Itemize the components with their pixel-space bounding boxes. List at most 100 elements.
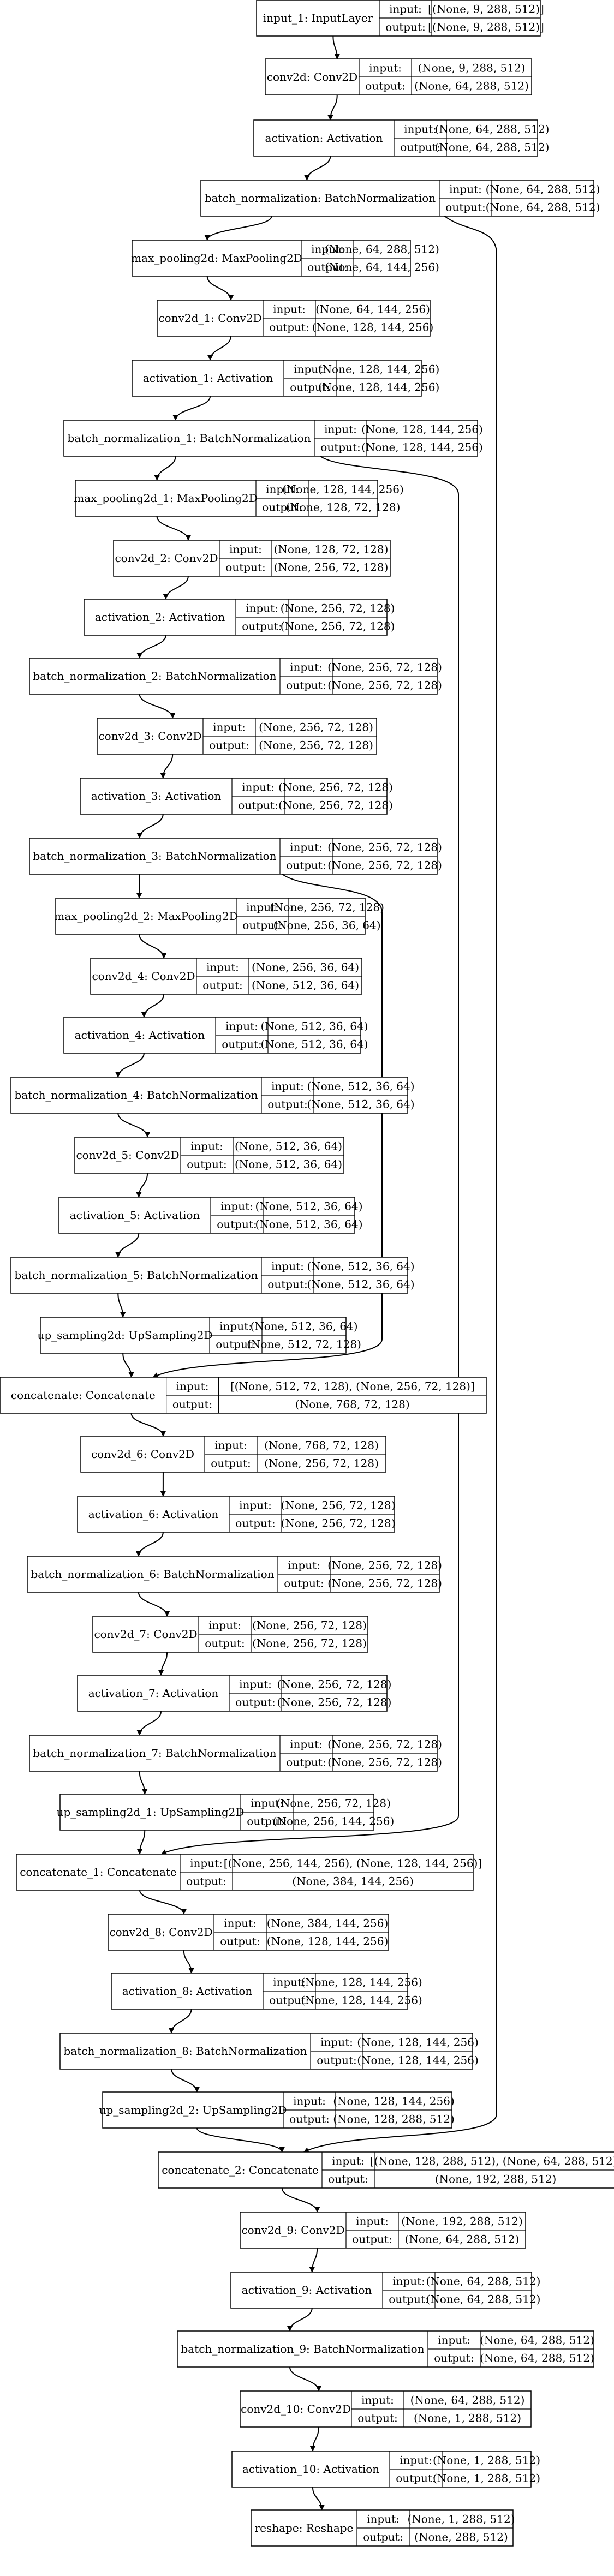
output-port-label: output:	[247, 1815, 287, 1828]
edge-arrow	[156, 516, 191, 541]
output-shape: (None, 512, 36, 64)	[255, 1218, 362, 1231]
output-shape: (None, 256, 72, 128)	[327, 1756, 442, 1769]
layer-label: activation_10: Activation	[242, 2463, 379, 2476]
input-port-label: input:	[290, 841, 323, 854]
edge-arrow	[154, 456, 176, 481]
input-shape: (None, 128, 144, 256)	[318, 363, 440, 376]
output-shape: (None, 512, 72, 128)	[247, 1338, 361, 1351]
edge-arrow	[196, 2127, 285, 2153]
layer-node: activation_8: Activationinput:output:(No…	[111, 1973, 422, 2010]
edge-arrow	[161, 456, 459, 1855]
output-shape: (None, 288, 512)	[414, 2531, 508, 2544]
edge-arrow	[136, 1711, 162, 1736]
output-shape: (None, 256, 72, 128)	[281, 620, 395, 633]
edge-arrow	[287, 2308, 313, 2332]
output-port-label: output:	[225, 561, 265, 574]
output-shape: (None, 64, 288, 512)	[480, 2352, 594, 2365]
layer-node: batch_normalization: BatchNormalizationi…	[200, 180, 600, 217]
edge-arrow	[309, 2248, 318, 2273]
layer-node: activation_9: Activationinput:output:(No…	[230, 2272, 540, 2309]
input-shape: (None, 768, 72, 128)	[264, 1439, 379, 1452]
input-port-label: input:	[208, 1619, 241, 1632]
edge-arrow	[136, 1830, 146, 1855]
input-port-label: input:	[251, 1797, 283, 1810]
output-port-label: output:	[286, 859, 326, 872]
input-port-label: input:	[239, 1678, 272, 1691]
output-shape: (None, 128, 144, 256)	[357, 2054, 479, 2067]
layer-label: concatenate: Concatenate	[11, 1389, 156, 1402]
output-port-label: output:	[396, 2472, 436, 2485]
layer-node: concatenate_1: Concatenateinput:output:[…	[16, 1854, 482, 1891]
edge-arrow	[309, 2426, 319, 2452]
input-shape: (None, 64, 288, 512)	[486, 183, 600, 196]
edge-arrow	[204, 216, 272, 241]
input-port-label: input:	[246, 602, 278, 615]
edge-arrow	[327, 94, 338, 121]
layer-label: activation_9: Activation	[242, 2284, 372, 2297]
edge-arrow	[160, 754, 174, 779]
output-shape: (None, 512, 36, 64)	[235, 1158, 342, 1171]
input-port-label: input:	[311, 243, 344, 256]
output-shape: (None, 128, 144, 256)	[312, 321, 434, 334]
output-port-label: output:	[284, 1577, 324, 1590]
edge-arrow	[122, 1353, 134, 1378]
layer-label: conv2d: Conv2D	[267, 70, 357, 83]
output-port-label: output:	[267, 1098, 307, 1111]
output-port-label: output:	[222, 1038, 261, 1051]
input-port-label: input:	[290, 1738, 323, 1751]
layer-node: up_sampling2d_1: UpSampling2Dinput:outpu…	[57, 1794, 395, 1831]
input-shape: [(None, 256, 144, 256), (None, 128, 144,…	[224, 1857, 482, 1870]
input-port-label: input:	[449, 183, 482, 196]
input-shape: (None, 256, 72, 128)	[259, 721, 373, 734]
input-shape: (None, 256, 72, 128)	[327, 841, 442, 854]
output-shape: (None, 256, 72, 128)	[259, 739, 373, 752]
output-shape: (None, 256, 144, 256)	[273, 1815, 395, 1828]
layer-label: conv2d_4: Conv2D	[92, 970, 195, 983]
edge-arrow	[171, 2069, 200, 2093]
output-port-label: output:	[238, 799, 278, 812]
layer-label: concatenate_1: Concatenate	[20, 1866, 177, 1879]
input-port-label: input:	[404, 123, 437, 136]
edge-arrow	[115, 1233, 140, 1258]
layer-label: input_1: InputLayer	[263, 11, 373, 25]
layer-node: batch_normalization_4: BatchNormalizatio…	[10, 1077, 415, 1114]
edge-arrow	[303, 216, 497, 2153]
edge-arrow	[135, 1532, 164, 1557]
layer-node: activation_2: Activationinput:output:(No…	[84, 599, 395, 636]
layer-node: activation: Activationinput:output:(None…	[253, 119, 549, 157]
output-shape: (None, 256, 72, 128)	[281, 1517, 396, 1530]
input-port-label: input:	[320, 2036, 353, 2049]
output-port-label: output:	[328, 2173, 368, 2186]
input-port-label: input:	[361, 2394, 394, 2407]
input-port-label: input:	[332, 2155, 365, 2168]
output-shape: (None, 256, 72, 128)	[274, 561, 389, 574]
input-port-label: input:	[293, 2095, 326, 2108]
input-port-label: input:	[273, 1976, 306, 1989]
layer-label: activation_8: Activation	[122, 1985, 253, 1998]
output-shape: (None, 512, 36, 64)	[307, 1098, 414, 1111]
edge-arrow	[206, 276, 234, 301]
edge-arrow	[139, 934, 167, 959]
input-shape: (None, 512, 36, 64)	[307, 1080, 414, 1093]
output-port-label: output:	[269, 321, 309, 334]
input-shape: (None, 128, 144, 256)	[282, 483, 404, 496]
output-port-label: output:	[211, 1457, 251, 1470]
input-port-label: input:	[190, 1140, 223, 1153]
edge-arrow	[183, 1950, 194, 1974]
layer-node: activation_10: Activationinput:output:(N…	[231, 2451, 540, 2488]
input-shape: (None, 256, 72, 128)	[281, 1499, 396, 1512]
edge-arrow	[136, 814, 164, 839]
input-shape: (None, 1, 288, 512)	[407, 2513, 515, 2526]
output-port-label: output:	[217, 1218, 257, 1231]
input-port-label: input:	[438, 2334, 470, 2347]
input-shape: (None, 256, 72, 128)	[277, 1678, 392, 1691]
input-port-label: input:	[239, 1499, 272, 1512]
input-port-label: input:	[219, 1320, 252, 1333]
output-shape: (None, 64, 288, 512)	[486, 201, 600, 214]
output-shape: (None, 1, 288, 512)	[433, 2472, 540, 2485]
layer-node: up_sampling2d_2: UpSampling2Dinput:outpu…	[99, 2091, 455, 2129]
